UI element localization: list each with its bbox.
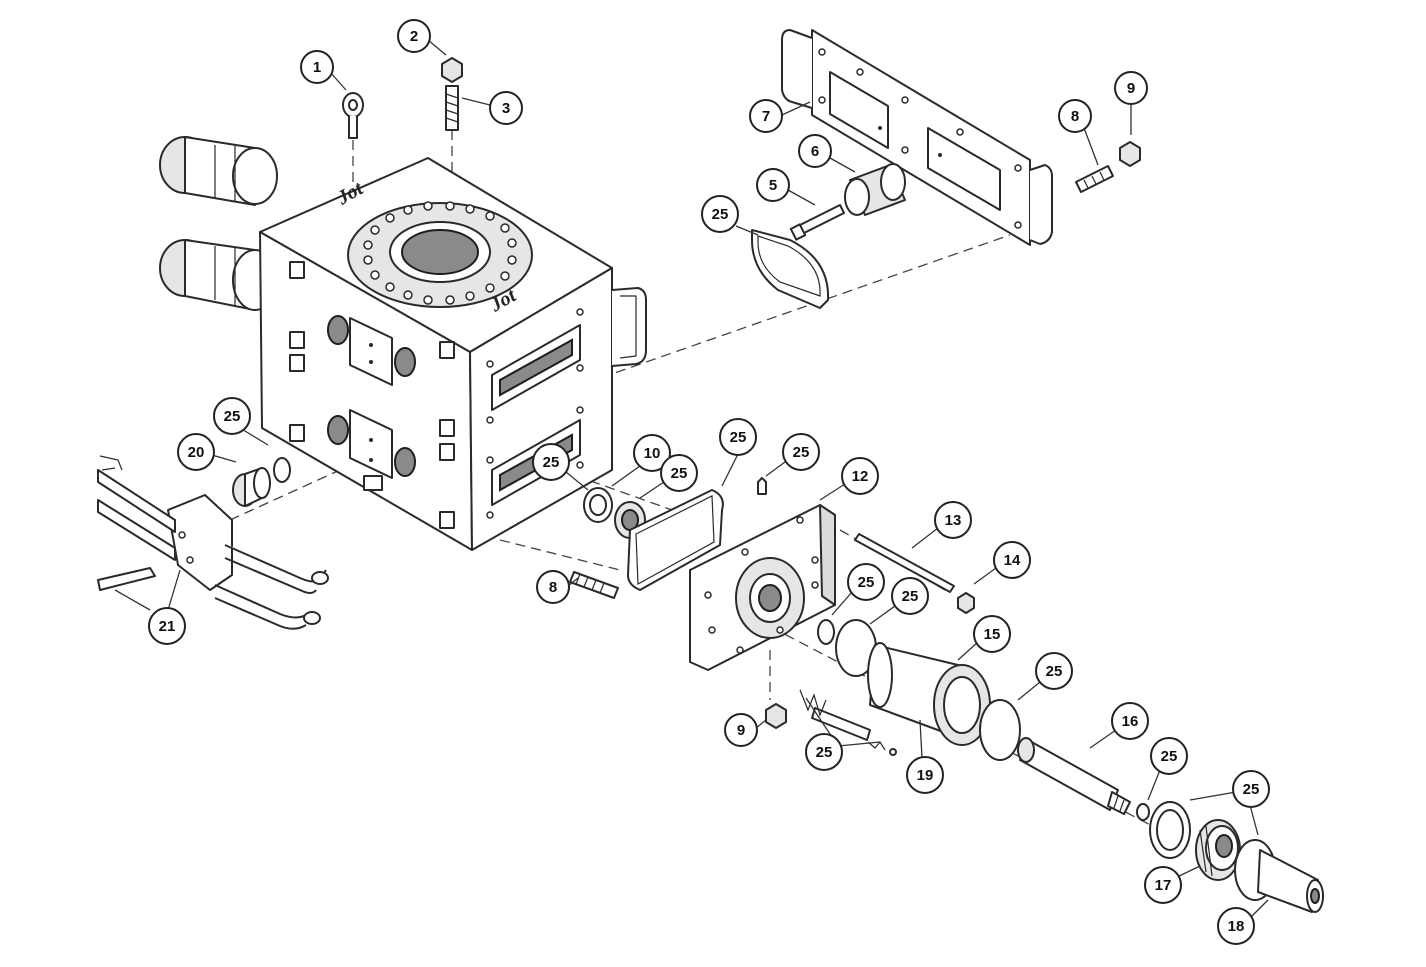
part-oring-d: [1136, 803, 1150, 821]
svg-text:12: 12: [852, 468, 869, 485]
callout-16: 16: [1111, 702, 1149, 740]
callout-25-rod: 25: [1150, 737, 1188, 775]
svg-text:25: 25: [671, 465, 688, 482]
callout-25-left: 25: [213, 397, 251, 435]
svg-text:16: 16: [1122, 713, 1139, 730]
part-stud-nut-top: [1075, 141, 1141, 193]
svg-text:25: 25: [1243, 781, 1260, 798]
part-door-plate: [781, 29, 1053, 246]
svg-text:20: 20: [188, 444, 205, 461]
callout-25-top: 25: [701, 195, 739, 233]
svg-text:25: 25: [1161, 748, 1178, 765]
part-long-stud: [854, 533, 955, 593]
svg-text:25: 25: [902, 588, 919, 605]
callout-25-oring-c: 25: [1035, 652, 1073, 690]
callout-8-top: 8: [1058, 99, 1092, 133]
leader-lines: [114, 39, 1269, 919]
svg-text:5: 5: [769, 177, 777, 194]
callout-25-spring: 25: [805, 733, 843, 771]
part-piston-rod: [1017, 737, 1131, 815]
callout-3: 3: [489, 91, 523, 125]
svg-text:13: 13: [945, 512, 962, 529]
part-oring-a: [817, 619, 835, 645]
callout-25-oring-b: 25: [891, 577, 929, 615]
svg-text:19: 19: [917, 767, 934, 784]
svg-text:25: 25: [793, 444, 810, 461]
callout-21: 21: [148, 607, 186, 645]
part-gland-nut: [1195, 819, 1241, 881]
callout-5: 5: [756, 168, 790, 202]
svg-text:9: 9: [737, 722, 745, 739]
svg-text:25: 25: [543, 454, 560, 471]
hydraulic-cylinder-upper: [159, 136, 278, 206]
svg-text:6: 6: [811, 143, 819, 160]
part-spring-pin: [799, 689, 897, 756]
part-bolt-5: [789, 204, 845, 241]
left-face-details: [289, 261, 455, 529]
svg-text:14: 14: [1004, 552, 1021, 569]
svg-text:1: 1: [313, 59, 321, 76]
svg-text:10: 10: [644, 445, 661, 462]
bop-body: Jot Jot: [159, 136, 647, 551]
callout-20: 20: [177, 433, 215, 471]
part-stud-lower: [569, 571, 619, 599]
svg-text:17: 17: [1155, 877, 1172, 894]
svg-text:8: 8: [549, 579, 557, 596]
callout-14: 14: [993, 541, 1031, 579]
callout-1: 1: [300, 50, 334, 84]
callout-25-pin: 25: [782, 433, 820, 471]
svg-text:25: 25: [224, 408, 241, 425]
part-nut-14: [957, 592, 975, 614]
callout-19: 19: [906, 756, 944, 794]
part-gasket-mid: [627, 489, 724, 591]
callout-18: 18: [1217, 907, 1255, 945]
callout-17: 17: [1144, 866, 1182, 904]
part-manifold: [97, 455, 329, 630]
callout-25-oring-a: 25: [847, 563, 885, 601]
svg-text:3: 3: [502, 100, 510, 117]
body-handle: [611, 287, 647, 367]
callout-9-lower: 9: [724, 713, 758, 747]
callout-10: 10: [633, 434, 671, 472]
svg-text:25: 25: [1046, 663, 1063, 680]
callout-25-gasket: 25: [719, 418, 757, 456]
svg-text:25: 25: [816, 744, 833, 761]
callout-13: 13: [934, 501, 972, 539]
svg-text:18: 18: [1228, 918, 1245, 935]
callout-12: 12: [841, 457, 879, 495]
svg-text:25: 25: [858, 574, 875, 591]
part-bonnet-plate: [689, 477, 836, 671]
flange-bolt-holes: [363, 201, 517, 305]
callout-15: 15: [973, 615, 1011, 653]
part-plug: [232, 457, 291, 507]
svg-text:8: 8: [1071, 108, 1079, 125]
svg-text:2: 2: [410, 28, 418, 45]
svg-text:25: 25: [712, 206, 729, 223]
callout-9-top: 9: [1114, 71, 1148, 105]
ram-cavities: [486, 308, 584, 519]
svg-text:15: 15: [984, 626, 1001, 643]
callout-7: 7: [749, 99, 783, 133]
part-oring-c: [979, 699, 1021, 761]
callout-25-gland: 25: [1232, 770, 1270, 808]
svg-text:21: 21: [159, 618, 176, 635]
part-eye-bolt: [342, 92, 364, 139]
svg-text:9: 9: [1127, 80, 1135, 97]
callout-8-lower: 8: [536, 570, 570, 604]
callout-2: 2: [397, 19, 431, 53]
part-nut-and-stud: [441, 57, 463, 131]
part-cylinder-liner: [867, 642, 991, 746]
callout-25-ring: 25: [660, 454, 698, 492]
part-end-cap: [1234, 839, 1324, 913]
svg-text:7: 7: [762, 108, 770, 125]
part-gasket-top: [751, 229, 830, 309]
callout-6: 6: [798, 134, 832, 168]
top-bore: [401, 229, 479, 275]
svg-text:25: 25: [730, 429, 747, 446]
callout-25-cavity: 25: [532, 443, 570, 481]
part-nut-9-lower: [765, 703, 787, 729]
part-ram-block: [844, 163, 906, 216]
